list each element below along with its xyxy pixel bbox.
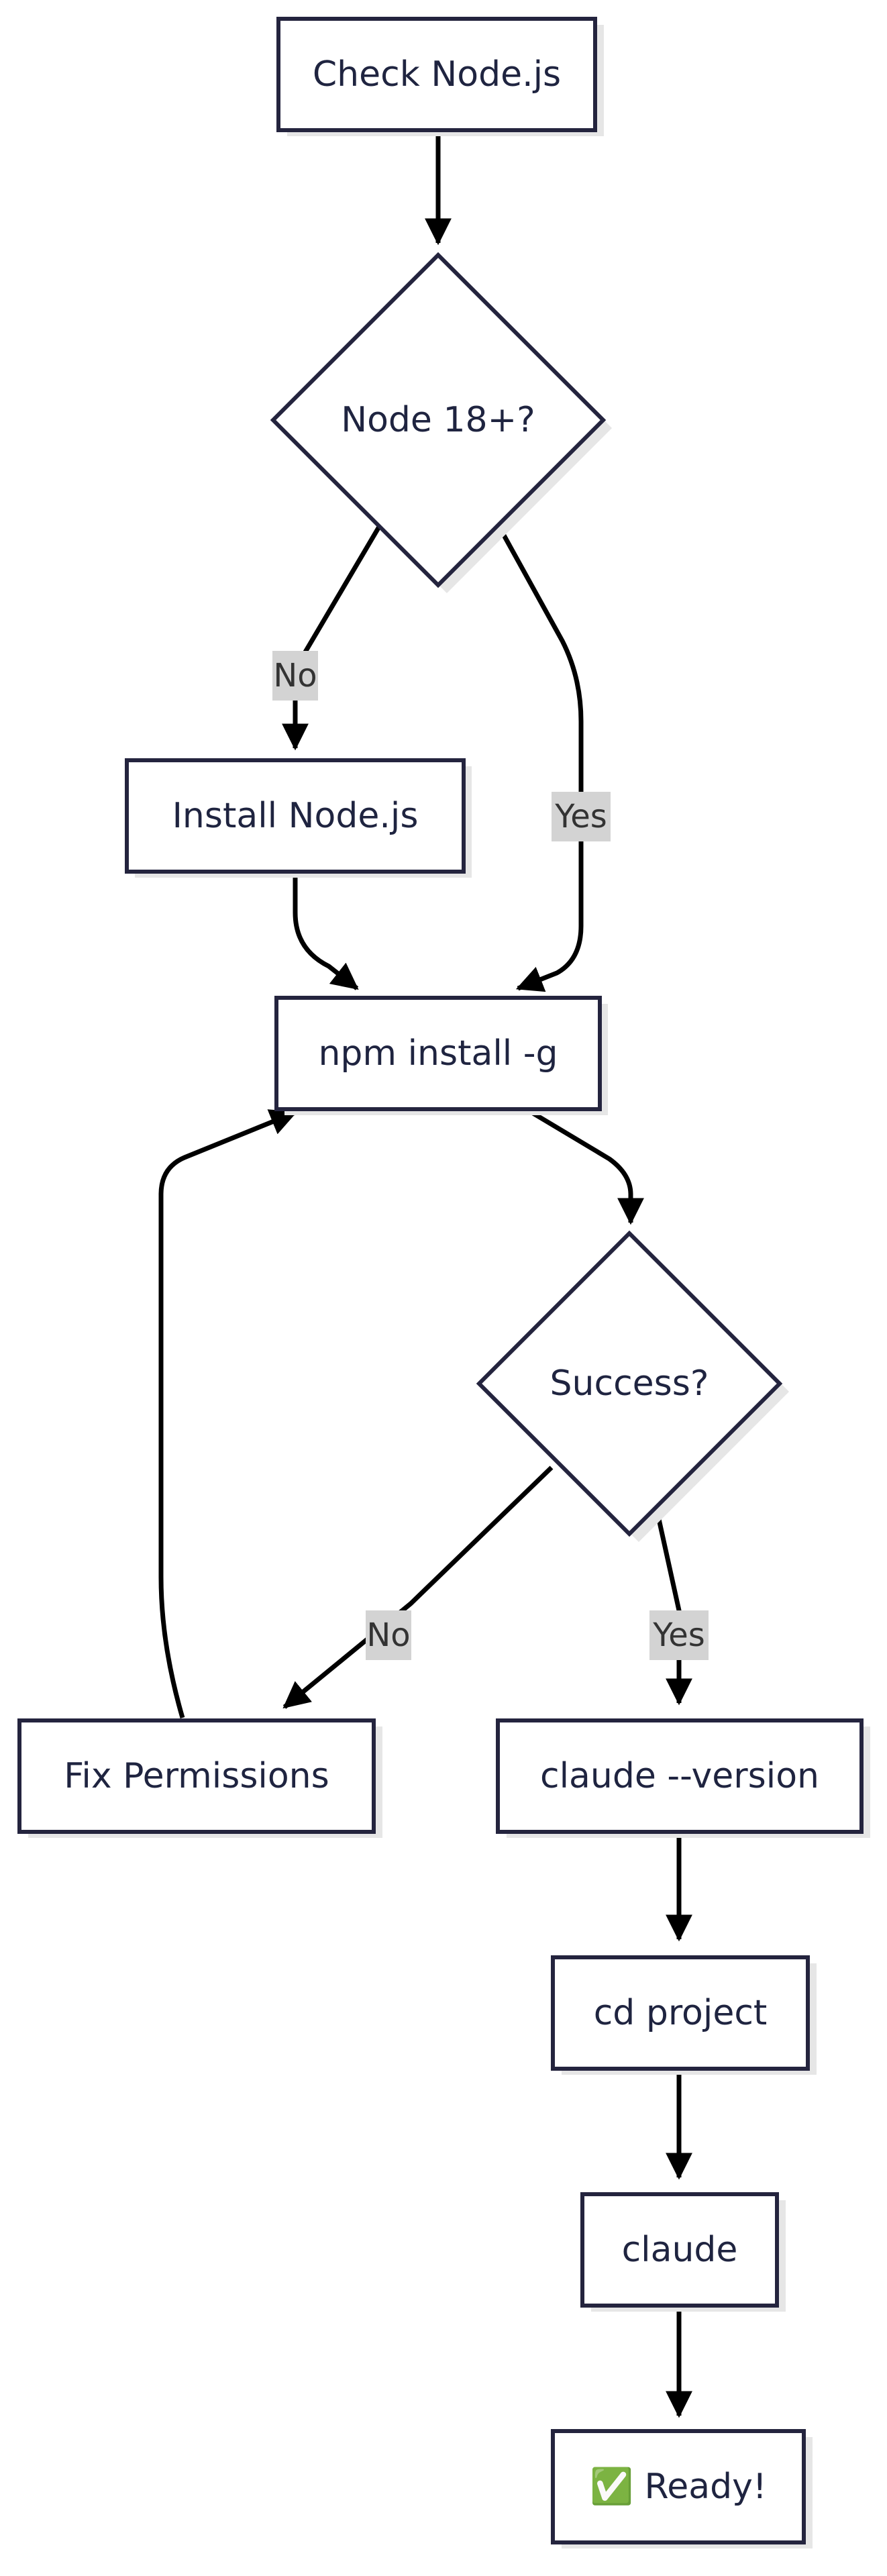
node-check-nodejs: Check Node.js <box>276 17 604 136</box>
edge-fix-to-npm <box>158 1109 298 1718</box>
edge-labels: No Yes No Yes <box>272 651 709 1660</box>
nodes: Check Node.js Node 18+? Install Node.js … <box>17 17 870 2548</box>
edge-version-yes <box>497 525 584 992</box>
edge-installnode-to-npm <box>293 876 359 990</box>
edges <box>158 133 692 2418</box>
node-version-decision-text: Node 18+? <box>341 400 535 440</box>
node-claude-text: claude <box>622 2230 738 2270</box>
edge-version-no <box>282 525 382 751</box>
node-npm-install-text: npm install -g <box>318 1033 558 1074</box>
node-claude: claude <box>580 2192 786 2312</box>
node-cd-project-text: cd project <box>594 1993 768 2033</box>
node-success-decision-text: Success? <box>550 1363 709 1404</box>
edge-npm-to-success <box>529 1109 644 1225</box>
node-claude-version: claude --version <box>496 1718 870 1838</box>
node-fix-permissions: Fix Permissions <box>17 1718 382 1838</box>
node-fix-permissions-text: Fix Permissions <box>64 1756 329 1796</box>
node-check-nodejs-text: Check Node.js <box>313 54 561 95</box>
node-claude-version-text: claude --version <box>540 1756 819 1796</box>
node-install-nodejs: Install Node.js <box>125 758 472 878</box>
label-success-no: No <box>366 1610 411 1660</box>
label-node-yes-text: Yes <box>554 798 607 835</box>
label-success-no-text: No <box>366 1616 410 1654</box>
label-success-yes-text: Yes <box>652 1616 705 1654</box>
label-node-yes: Yes <box>552 792 611 841</box>
edge-success-no <box>282 1465 554 1709</box>
node-cd-project: cd project <box>551 1955 817 2075</box>
node-ready-text: ✅ Ready! <box>590 2466 767 2507</box>
node-install-nodejs-text: Install Node.js <box>172 796 419 836</box>
node-npm-install: npm install -g <box>274 996 608 1115</box>
label-success-yes: Yes <box>649 1610 709 1660</box>
label-node-no: No <box>272 651 318 701</box>
node-ready: ✅ Ready! <box>551 2429 813 2548</box>
edge-success-yes <box>655 1512 692 1706</box>
node-success-decision: Success? <box>476 1230 789 1542</box>
node-version-decision: Node 18+? <box>270 252 612 593</box>
label-node-no-text: No <box>273 657 317 694</box>
